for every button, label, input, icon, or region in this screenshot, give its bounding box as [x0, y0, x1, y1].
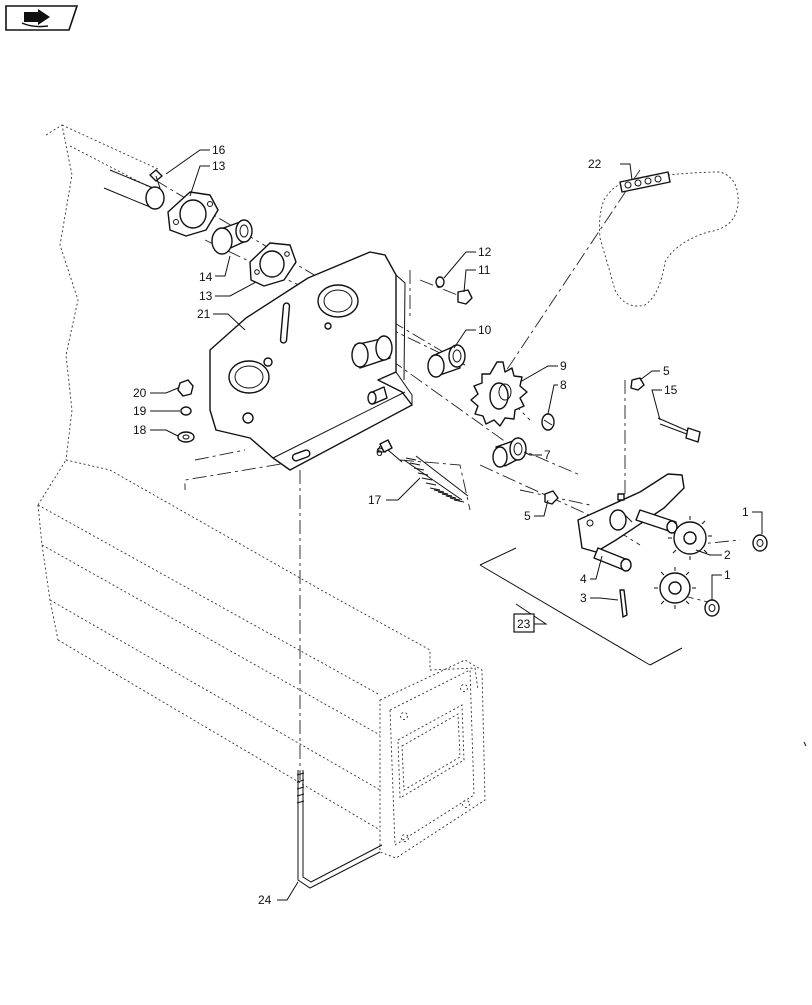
- callout-1-upper: 1: [742, 505, 749, 519]
- part-18-washer: [177, 431, 195, 443]
- part-1-washer-upper: [752, 534, 768, 552]
- callout-2: 2: [724, 548, 731, 562]
- part-6-bolt: [379, 439, 403, 463]
- part-9-sprocket: [470, 361, 528, 427]
- part-22-chain-guard: [599, 171, 739, 307]
- callout-8: 8: [560, 378, 567, 392]
- callout-22: 22: [588, 157, 602, 171]
- part-5-nut-lower: [544, 490, 559, 505]
- part-7-bushing: [492, 437, 527, 468]
- part-4-tensioner-arm: [577, 473, 685, 572]
- callout-5-lower: 5: [524, 509, 531, 523]
- callout-24: 24: [258, 893, 272, 907]
- callout-labels: 16 13 14 13 21 12 11 10 22 9 8 7 20 19 1…: [133, 143, 749, 907]
- callout-23-box: [513, 613, 535, 633]
- part-12-washer: [435, 276, 445, 288]
- part-15-bolt: [657, 417, 701, 443]
- part-2-sprocket-upper: [668, 516, 712, 560]
- part-10-bearing: [351, 335, 466, 378]
- part-8-key: [541, 413, 555, 431]
- callout-11: 11: [478, 263, 491, 277]
- callout-7: 7: [544, 448, 551, 462]
- callout-23: 23: [517, 617, 531, 631]
- part-13-flange-upper: [167, 191, 219, 237]
- book-arrow-icon[interactable]: [5, 5, 79, 31]
- part-11-nut: [457, 289, 473, 305]
- callout-12: 12: [478, 245, 492, 259]
- callout-16: 16: [212, 143, 226, 157]
- part-20-nut: [177, 379, 194, 397]
- callout-14: 14: [199, 270, 213, 284]
- callout-9: 9: [560, 359, 567, 373]
- callout-15: 15: [664, 383, 678, 397]
- callout-5-upper: 5: [663, 364, 670, 378]
- callout-10: 10: [478, 323, 492, 337]
- part-21-bracket-plate: [209, 251, 413, 471]
- callout-18: 18: [133, 423, 147, 437]
- callout-13-upper: 13: [212, 159, 226, 173]
- part-24-u-bolt: [296, 770, 383, 889]
- part-5-nut-upper: [630, 377, 645, 391]
- part-2-sprocket-lower: [654, 567, 696, 609]
- part-23-kit-bracket: [479, 547, 683, 666]
- callout-4: 4: [580, 572, 587, 586]
- callout-3: 3: [580, 591, 587, 605]
- edge-mark: [803, 741, 807, 747]
- assembly-centerlines: [154, 169, 741, 780]
- callout-13-lower: 13: [199, 289, 213, 303]
- tube-stub: [103, 169, 165, 210]
- part-16-bolt: [149, 169, 163, 189]
- part-17-spring: [403, 455, 469, 503]
- callout-1-lower: 1: [724, 568, 731, 582]
- part-1-washer-lower: [704, 599, 720, 617]
- callout-19: 19: [133, 404, 147, 418]
- chassis-frame: [37, 124, 486, 859]
- part-14-bearing: [211, 219, 253, 255]
- callout-20: 20: [133, 386, 147, 400]
- callout-21: 21: [197, 307, 211, 321]
- part-3-pin: [619, 589, 628, 618]
- part-19-washer: [180, 406, 192, 416]
- callout-17: 17: [368, 493, 382, 507]
- callout-6: 6: [376, 445, 383, 459]
- callout-leaders: [150, 149, 763, 901]
- part-13-flange-lower: [249, 242, 297, 287]
